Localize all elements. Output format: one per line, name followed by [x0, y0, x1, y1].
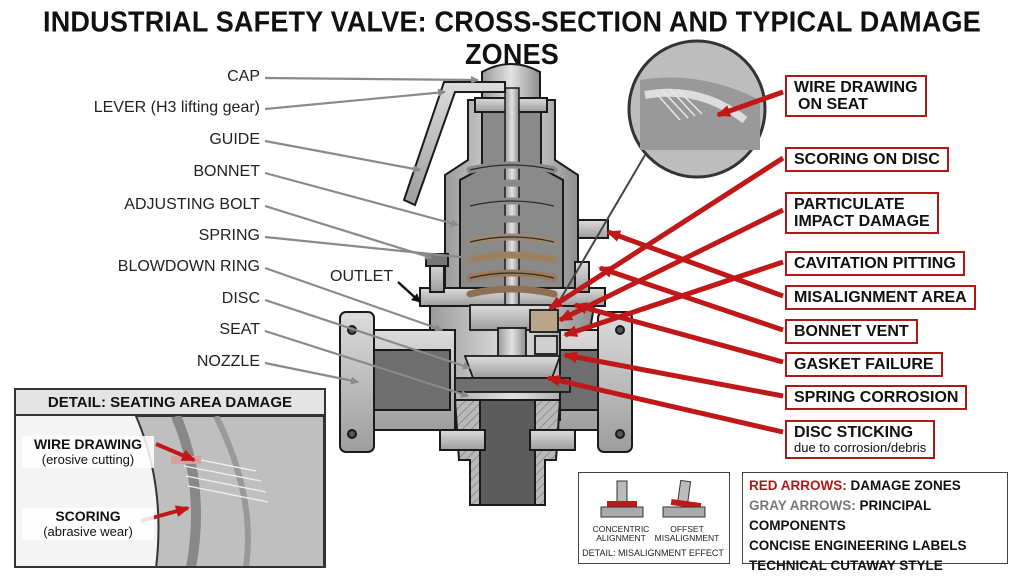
- misalignment-detail-panel: CONCENTRIC ALIGNMENT OFFSET MISALIGNMENT…: [578, 472, 730, 564]
- valve-body: [339, 63, 633, 506]
- damage-arrows: [546, 89, 785, 435]
- lever: [402, 81, 506, 207]
- label-spring: SPRING: [198, 227, 260, 244]
- concentric-caption: CONCENTRIC ALIGNMENT: [581, 525, 661, 543]
- damage-label: SPRING CORROSION: [794, 389, 959, 406]
- legend-gray: GRAY ARROWS: PRINCIPAL COMPONENTS: [749, 496, 1001, 536]
- damage-label: CAVITATION PITTING: [794, 255, 956, 272]
- detail-scoring-text: SCORING: [55, 508, 121, 524]
- legend-red-value: DAMAGE ZONES: [850, 478, 961, 493]
- damage-misalignment-area: MISALIGNMENT AREA: [785, 285, 976, 310]
- seat-magnifier: [559, 39, 767, 301]
- detail-wire-drawing-text: WIRE DRAWING: [33, 436, 143, 452]
- damage-label: WIRE DRAWING: [794, 79, 918, 96]
- damage-label: GASKET FAILURE: [794, 356, 934, 373]
- detail-scoring-sub: (abrasive wear): [43, 524, 133, 539]
- damage-label: BONNET VENT: [794, 323, 909, 340]
- legend-panel: RED ARROWS: DAMAGE ZONES GRAY ARROWS: PR…: [742, 472, 1008, 573]
- label-outlet: OUTLET: [330, 268, 394, 285]
- damage-bonnet-vent: BONNET VENT: [785, 319, 918, 344]
- legend-gray-value: PRINCIPAL COMPONENTS: [749, 498, 932, 533]
- damage-label: IMPACT DAMAGE: [794, 213, 930, 230]
- damage-label: DISC STICKING: [794, 424, 914, 441]
- legend-red-key: RED ARROWS:: [749, 478, 847, 493]
- label-bonnet: BONNET: [193, 163, 260, 180]
- damage-label: PARTICULATE: [794, 196, 905, 213]
- damage-gasket-failure: GASKET FAILURE: [785, 352, 943, 377]
- legend-line3: CONCISE ENGINEERING LABELS: [749, 538, 967, 553]
- outlet-arrow: [397, 281, 421, 303]
- component-arrows: [264, 75, 479, 398]
- damage-spring-corrosion: SPRING CORROSION: [785, 385, 968, 410]
- detail-wire-drawing-label: WIRE DRAWING (erosive cutting): [22, 436, 154, 468]
- concentric-text: CONCENTRIC: [592, 524, 650, 534]
- offset-text: OFFSET: [670, 524, 704, 534]
- label-nozzle: NOZZLE: [196, 353, 260, 370]
- offset-caption: OFFSET MISALIGNMENT: [647, 525, 727, 543]
- legend-gray-key: GRAY ARROWS:: [749, 498, 856, 513]
- offset-sub: MISALIGNMENT: [654, 533, 720, 543]
- label-cap: CAP: [227, 68, 260, 85]
- disc-assembly: [454, 304, 571, 393]
- misalignment-drawing: [600, 479, 706, 518]
- damage-disc-sticking: DISC STICKING due to corrosion/debris: [785, 420, 936, 459]
- label-guide: GUIDE: [209, 131, 260, 148]
- label-lever: LEVER (H3 lifting gear): [93, 99, 260, 116]
- legend-red: RED ARROWS: DAMAGE ZONES: [749, 476, 1001, 496]
- damage-label: SCORING ON DISC: [794, 151, 940, 168]
- page-title: INDUSTRIAL SAFETY VALVE: CROSS-SECTION A…: [43, 6, 981, 71]
- concentric-sub: ALIGNMENT: [596, 533, 646, 543]
- damage-sublabel: due to corrosion/debris: [794, 440, 927, 455]
- legend-line4: TECHNICAL CUTAWAY STYLE: [749, 558, 943, 573]
- misalignment-caption: DETAIL: MISALIGNMENT EFFECT: [582, 548, 724, 558]
- damage-label: MISALIGNMENT AREA: [794, 289, 967, 306]
- detail-title: DETAIL: SEATING AREA DAMAGE: [16, 390, 324, 416]
- label-adjusting-bolt: ADJUSTING BOLT: [124, 196, 260, 213]
- damage-scoring-on-disc: SCORING ON DISC: [785, 147, 949, 172]
- label-seat: SEAT: [219, 321, 260, 338]
- detail-wire-drawing-sub: (erosive cutting): [41, 452, 135, 467]
- damage-wire-drawing-on-seat: WIRE DRAWING ON SEAT: [785, 75, 927, 117]
- damage-label: ON SEAT: [798, 96, 868, 113]
- label-disc: DISC: [221, 290, 260, 307]
- damage-particulate-impact: PARTICULATE IMPACT DAMAGE: [785, 192, 939, 234]
- detail-scoring-label: SCORING (abrasive wear): [22, 508, 154, 540]
- label-blowdown-ring: BLOWDOWN RING: [117, 258, 260, 275]
- detail-seating-area-panel: DETAIL: SEATING AREA DAMAGE WIRE DRAWING…: [14, 388, 326, 568]
- damage-cavitation-pitting: CAVITATION PITTING: [785, 251, 965, 276]
